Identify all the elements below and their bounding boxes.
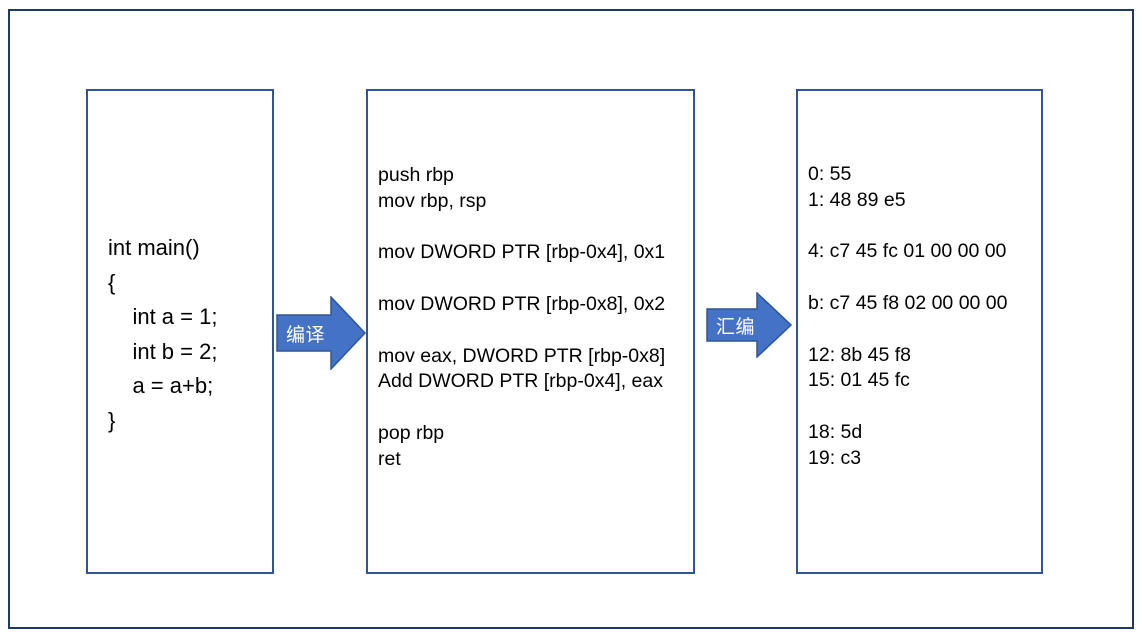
- machine-code-text: 0: 55 1: 48 89 e5 4: c7 45 fc 01 00 00 0…: [808, 163, 1008, 469]
- assembly-code-text: push rbp mov rbp, rsp mov DWORD PTR [rbp…: [378, 164, 666, 470]
- source-code-box: [86, 89, 274, 574]
- assemble-arrow: 汇编: [706, 292, 792, 358]
- right-arrow-icon: [706, 292, 792, 358]
- right-arrow-icon: [276, 296, 366, 370]
- assembly-code-box: [366, 89, 695, 574]
- source-code-text: int main() { int a = 1; int b = 2; a = a…: [108, 235, 218, 433]
- machine-code-box: [796, 89, 1043, 574]
- compile-arrow: 编译: [276, 296, 366, 370]
